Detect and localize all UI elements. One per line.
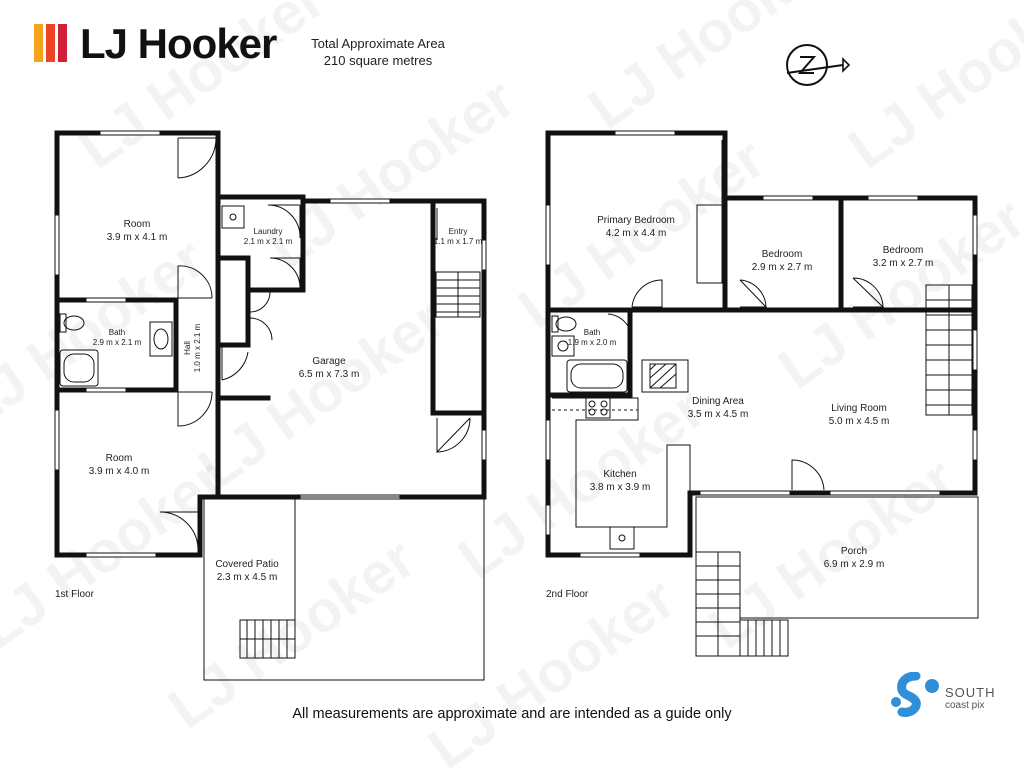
laundry-label: Laundry 2.1 m x 2.1 m bbox=[244, 227, 292, 247]
room-size: 4.2 m x 4.4 m bbox=[605, 228, 667, 239]
room-size: 3.8 m x 3.9 m bbox=[589, 482, 651, 493]
bath-label: Bath 2.9 m x 2.1 m bbox=[93, 328, 141, 348]
brand-line2: coast pix bbox=[945, 700, 985, 711]
bathtub-icon bbox=[59, 349, 99, 387]
room-size: 6.5 m x 7.3 m bbox=[298, 369, 360, 380]
logo-bar-red bbox=[46, 24, 55, 62]
room-size: 2.3 m x 4.5 m bbox=[216, 572, 278, 583]
door-swing-icon bbox=[177, 137, 217, 179]
patio-label: Covered Patio 2.3 m x 4.5 m bbox=[215, 558, 278, 584]
room-name: Primary Bedroom bbox=[597, 215, 675, 226]
room-size: 3.2 m x 2.7 m bbox=[872, 258, 934, 269]
area-line1: Total Approximate Area bbox=[311, 36, 445, 51]
floor-label: 2nd Floor bbox=[546, 589, 589, 600]
stairs-icon bbox=[695, 551, 789, 657]
brand-name: LJ Hooker bbox=[80, 20, 277, 67]
room-size: 3.9 m x 4.1 m bbox=[106, 232, 168, 243]
disclaimer: All measurements are approximate and are… bbox=[292, 706, 732, 722]
room-size: 2.9 m x 2.7 m bbox=[751, 262, 813, 273]
south-coast-pix-text: SOUTH coast pix bbox=[945, 686, 996, 712]
porch-label: Porch 6.9 m x 2.9 m bbox=[824, 545, 885, 571]
brand-line1: SOUTH bbox=[945, 685, 996, 700]
room-name: Porch bbox=[840, 546, 868, 557]
south-coast-pix-logo-icon bbox=[891, 672, 939, 717]
room-name: Bedroom bbox=[761, 249, 803, 260]
entry-label: Entry 1.1 m x 1.7 m bbox=[434, 227, 482, 247]
room-size: 1.1 m x 1.7 m bbox=[433, 237, 483, 246]
room-name: Kitchen bbox=[603, 469, 637, 480]
second-floor-plan bbox=[545, 130, 979, 657]
north-arrow-icon bbox=[786, 44, 851, 86]
room-label: Room 3.9 m x 4.1 m bbox=[107, 218, 168, 244]
room-size: 3.5 m x 4.5 m bbox=[687, 409, 749, 420]
floor-label: 1st Floor bbox=[55, 589, 94, 600]
room-name: Bath bbox=[583, 328, 601, 337]
logo-bar-crimson bbox=[58, 24, 67, 62]
room-size: 1.9 m x 2.0 m bbox=[567, 338, 617, 347]
fireplace-icon bbox=[641, 359, 689, 393]
toilet-icon bbox=[59, 313, 67, 333]
stairs-icon bbox=[239, 619, 296, 659]
area-line2: 210 square metres bbox=[323, 53, 433, 68]
room-name: Bedroom bbox=[882, 245, 924, 256]
room-name: Room bbox=[105, 453, 133, 464]
room-name: Laundry bbox=[253, 227, 283, 236]
stove-icon bbox=[585, 397, 611, 419]
room-size: 5.0 m x 4.5 m bbox=[828, 416, 890, 427]
bathtub-icon bbox=[566, 359, 628, 393]
dining-area-label: Dining Area 3.5 m x 4.5 m bbox=[688, 395, 749, 421]
first-floor-plan bbox=[54, 130, 487, 681]
logo-bar-orange bbox=[34, 24, 43, 62]
primary-bedroom-label: Primary Bedroom 4.2 m x 4.4 m bbox=[597, 214, 675, 240]
room-size: 2.9 m x 2.1 m bbox=[92, 338, 142, 347]
room-label: Room 3.9 m x 4.0 m bbox=[89, 452, 150, 478]
garage-label: Garage 6.5 m x 7.3 m bbox=[299, 355, 360, 381]
bedroom-label: Bedroom 3.2 m x 2.7 m bbox=[873, 244, 934, 270]
room-name: Bath bbox=[108, 328, 126, 337]
room-name: Covered Patio bbox=[215, 559, 279, 570]
sink-icon bbox=[551, 335, 575, 357]
room-size: 2.1 m x 2.1 m bbox=[243, 237, 293, 246]
bath-label: Bath 1.9 m x 2.0 m bbox=[568, 328, 616, 348]
room-size: 6.9 m x 2.9 m bbox=[823, 559, 885, 570]
kitchen-label: Kitchen 3.8 m x 3.9 m bbox=[590, 468, 651, 494]
sink-icon bbox=[153, 328, 169, 350]
bedroom-label: Bedroom 2.9 m x 2.7 m bbox=[752, 248, 813, 274]
room-name: Entry bbox=[448, 227, 468, 236]
room-name: Garage bbox=[312, 356, 346, 367]
total-area: Total Approximate Area 210 square metres bbox=[290, 35, 466, 69]
stairs-icon bbox=[925, 284, 973, 416]
room-name: Dining Area bbox=[692, 396, 744, 407]
room-name: Living Room bbox=[831, 403, 887, 414]
toilet-icon bbox=[551, 315, 559, 333]
stairs-icon bbox=[435, 271, 481, 318]
sink-icon bbox=[221, 205, 245, 229]
room-size: 3.9 m x 4.0 m bbox=[88, 466, 150, 477]
living-room-label: Living Room 5.0 m x 4.5 m bbox=[829, 402, 890, 428]
room-name: Room bbox=[123, 219, 151, 230]
